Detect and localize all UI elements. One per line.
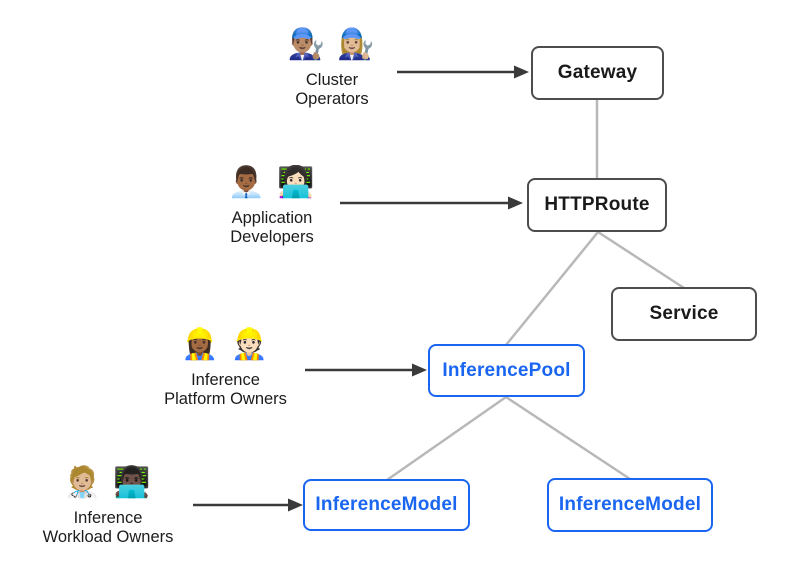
mechanics-emoji-icon: 👨🏽‍🔧 👩🏼‍🔧 bbox=[287, 28, 377, 61]
persona-label-line2: Operators bbox=[295, 89, 369, 108]
node-gateway: Gateway bbox=[531, 46, 664, 100]
persona-label-line1: Inference bbox=[73, 508, 143, 527]
persona-label-line1: Cluster bbox=[305, 70, 359, 89]
persona-label: Application Developers bbox=[192, 209, 352, 248]
node-inferencemodel-1: InferenceModel bbox=[303, 479, 470, 531]
arrow-cluster-operators-gateway bbox=[397, 65, 529, 79]
edge-httproute-service bbox=[597, 230, 685, 290]
node-label: InferencePool bbox=[442, 359, 571, 381]
construction-workers-emoji-icon: 👷🏾‍♀️ 👷🏻 bbox=[180, 328, 271, 361]
node-label: InferenceModel bbox=[558, 494, 702, 515]
arrow-platform-owners-inferencepool bbox=[305, 363, 427, 377]
persona-application-developers: 👨🏾‍💼 👩🏻‍💻 Application Developers bbox=[192, 164, 352, 247]
node-httproute: HTTPRoute bbox=[527, 178, 667, 232]
persona-label: Inference Workload Owners bbox=[28, 509, 188, 548]
persona-label-line1: Application bbox=[231, 208, 313, 227]
workload-owners-emoji-icon: 🧑🏼‍⚕️ 👨🏿‍💻 bbox=[63, 466, 153, 499]
persona-label-line2: Developers bbox=[230, 227, 314, 246]
developers-emoji-icon: 👨🏾‍💼 👩🏻‍💻 bbox=[227, 166, 317, 199]
node-inferencepool: InferencePool bbox=[428, 344, 585, 397]
persona-cluster-operators: 👨🏽‍🔧 👩🏼‍🔧 Cluster Operators bbox=[252, 26, 412, 109]
edge-inferencepool-inferencemodel-1 bbox=[386, 395, 507, 482]
persona-label-line2: Workload Owners bbox=[42, 527, 174, 546]
arrow-application-devs-httproute bbox=[340, 196, 523, 210]
node-service: Service bbox=[611, 287, 757, 341]
node-label: Gateway bbox=[557, 62, 638, 83]
persona-label: Inference Platform Owners bbox=[143, 371, 308, 410]
edge-httproute-inferencepool bbox=[505, 231, 599, 346]
edge-inferencepool-inferencemodel-2 bbox=[505, 395, 631, 481]
persona-label-line1: Inference bbox=[191, 370, 260, 389]
persona-label: Cluster Operators bbox=[252, 71, 412, 110]
node-label: HTTPRoute bbox=[544, 194, 650, 215]
persona-label-line2: Platform Owners bbox=[164, 389, 287, 408]
node-inferencemodel-2: InferenceModel bbox=[547, 478, 713, 532]
node-label: Service bbox=[649, 303, 719, 324]
arrow-workload-owners-inferencemodel bbox=[193, 498, 303, 512]
persona-inference-workload-owners: 🧑🏼‍⚕️ 👨🏿‍💻 Inference Workload Owners bbox=[28, 464, 188, 547]
node-label: InferenceModel bbox=[315, 494, 458, 515]
persona-inference-platform-owners: 👷🏾‍♀️ 👷🏻 Inference Platform Owners bbox=[143, 326, 308, 409]
